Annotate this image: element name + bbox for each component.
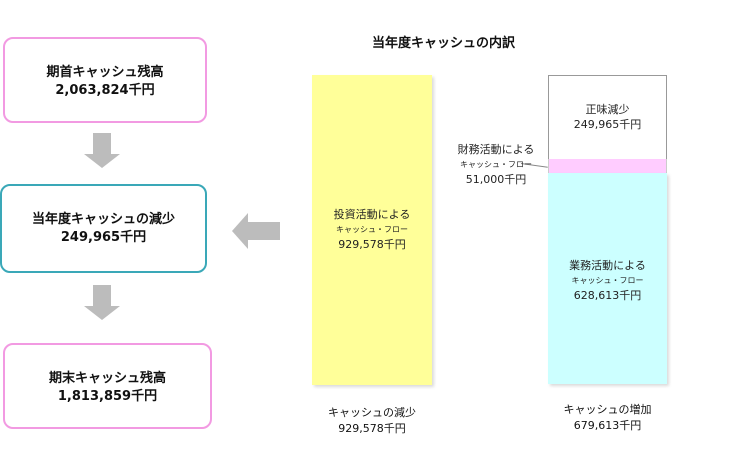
- increase-column-label: キャッシュの増加 679,613千円: [548, 402, 667, 434]
- closing-cash-value: 1,813,859千円: [57, 389, 158, 404]
- net-decrease-text: 正味減少: [585, 103, 630, 116]
- increase-column-value: 679,613千円: [573, 419, 642, 432]
- financing-label-text: 財務活動による: [457, 143, 535, 156]
- investing-label-value: 929,578千円: [338, 238, 406, 251]
- opening-cash-box: 期首キャッシュ残高 2,063,824千円: [3, 37, 207, 123]
- operating-label-value: 628,613千円: [573, 289, 642, 302]
- operating-label-sub: キャッシュ・フロー: [571, 276, 644, 285]
- investing-cashflow-bar: [312, 75, 432, 385]
- opening-cash-value: 2,063,824千円: [55, 83, 155, 98]
- investing-label-sub: キャッシュ・フロー: [336, 225, 408, 234]
- decrease-column-value: 929,578千円: [338, 422, 406, 435]
- financing-label-value: 51,000千円: [465, 173, 527, 186]
- financing-label-sub: キャッシュ・フロー: [460, 160, 532, 169]
- investing-label-text: 投資活動による: [333, 208, 411, 221]
- closing-cash-box: 期末キャッシュ残高 1,813,859千円: [3, 343, 212, 429]
- operating-cashflow-label: 業務活動による キャッシュ・フロー 628,613千円: [548, 258, 667, 303]
- operating-cashflow-bar: [548, 173, 667, 384]
- current-year-change-title: 当年度キャッシュの減少: [31, 212, 175, 227]
- net-decrease-label: 正味減少 249,965千円: [548, 102, 667, 132]
- operating-label-text: 業務活動による: [569, 259, 646, 272]
- opening-cash-title: 期首キャッシュ残高: [46, 65, 164, 80]
- current-year-change-box: 当年度キャッシュの減少 249,965千円: [0, 184, 207, 273]
- net-decrease-bar: [548, 75, 667, 160]
- investing-cashflow-label: 投資活動による キャッシュ・フロー 929,578千円: [312, 207, 432, 252]
- decrease-column-text: キャッシュの減少: [328, 406, 416, 419]
- increase-column-text: キャッシュの増加: [563, 403, 652, 416]
- financing-cashflow-bar: [548, 159, 667, 173]
- closing-cash-title: 期末キャッシュ残高: [48, 371, 166, 386]
- decrease-column-label: キャッシュの減少 929,578千円: [312, 405, 432, 437]
- net-decrease-value: 249,965千円: [573, 118, 642, 131]
- chart-title: 当年度キャッシュの内訳: [372, 36, 516, 51]
- current-year-change-value: 249,965千円: [60, 230, 147, 245]
- financing-cashflow-label: 財務活動による キャッシュ・フロー 51,000千円: [441, 142, 551, 187]
